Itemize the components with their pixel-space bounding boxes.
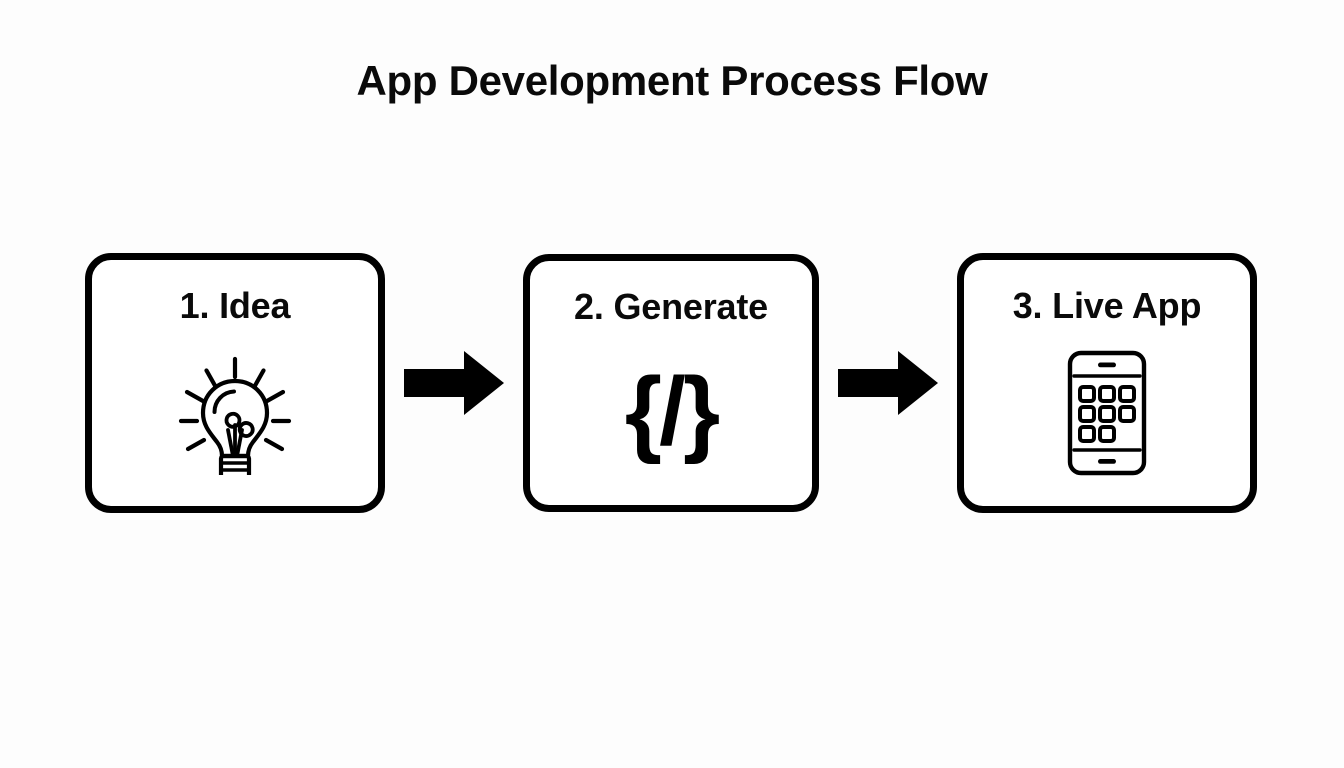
step-icon-slot-live-app — [964, 324, 1250, 506]
lightbulb-icon — [173, 351, 297, 490]
step-label-generate: 2. Generate — [574, 286, 768, 327]
arrow-right-icon — [838, 351, 938, 415]
step-label-live-app: 3. Live App — [1012, 285, 1202, 326]
step-box-live-app[interactable]: 3. Live App — [957, 253, 1257, 513]
step-box-idea[interactable]: 1. Idea — [85, 253, 385, 513]
smartphone-app-grid-icon — [1066, 349, 1148, 482]
arrow-right-icon — [404, 351, 504, 415]
process-flow-row: 1. Idea — [85, 252, 1257, 514]
step-icon-slot-idea — [92, 324, 378, 506]
page-title: App Development Process Flow — [356, 57, 988, 104]
step-label-idea: 1. Idea — [179, 285, 291, 326]
step-icon-slot-generate: {/} — [530, 325, 812, 505]
step-box-generate[interactable]: 2. Generate {/} — [523, 254, 819, 512]
code-brackets-icon: {/} — [624, 358, 720, 465]
